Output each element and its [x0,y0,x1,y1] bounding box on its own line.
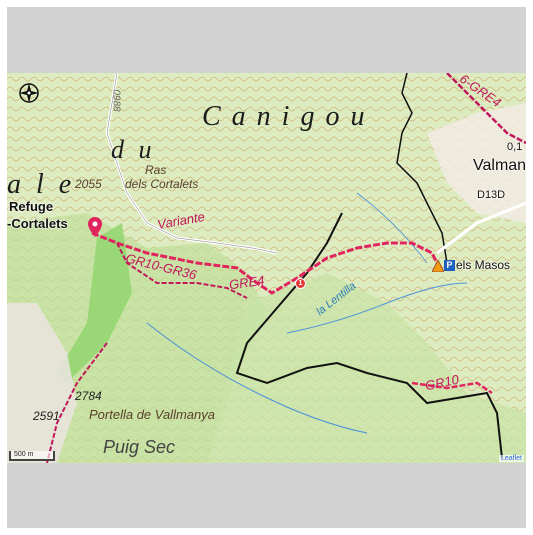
label-elevation-2591: 2591 [33,409,60,423]
valley-clearing [427,103,526,223]
route-gr10-gr36 [91,231,439,295]
stream-1 [146,322,368,434]
road-outline [106,73,278,254]
stream-la-lentilla [286,282,468,334]
stream-2 [356,192,428,264]
label-puig-sec: Puig Sec [103,437,176,457]
label-road-number: 0988 [110,89,122,112]
label-vale: a l e [7,169,76,200]
rocky-zone [7,303,77,463]
compass-button[interactable] [17,81,41,105]
label-els-masos: els Masos [456,258,511,272]
forest-area-south [207,273,526,463]
label-cortalets: -Cortalets [7,216,68,231]
parking-icon: P [444,260,455,271]
label-elevation-2784: 2784 [75,389,102,403]
scale-bar: 500 m [9,451,56,461]
label-canigou: C a n i g o u [202,101,367,132]
label-dels-cortalets: dels Cortalets [125,177,199,191]
label-road-d13d: D13D [477,189,506,201]
forest-green-strip [57,223,132,383]
label-du: d u [111,135,156,164]
route-west [46,342,108,463]
label-elevation-2055: 2055 [75,177,102,191]
road-d13d [436,201,526,255]
label-ras: Ras [145,163,167,177]
label-refuge: Refuge [9,199,54,214]
label-distance: 0,1 [507,141,523,153]
waypoint-marker[interactable]: 1 [295,278,306,289]
label-portella: Portella de Vallmanya [89,407,215,422]
route-variante [116,242,248,299]
route-gr10-south [411,381,493,395]
route-gre4-north [446,73,526,145]
black-trail-north [396,73,448,264]
label-valmanya: Valman [473,157,526,174]
compass-icon [19,83,39,103]
topo-map[interactable]: C a n i g o u d u a l e 2055 Ras dels Co… [7,73,526,463]
attribution-link[interactable]: Leaflet [498,455,524,462]
